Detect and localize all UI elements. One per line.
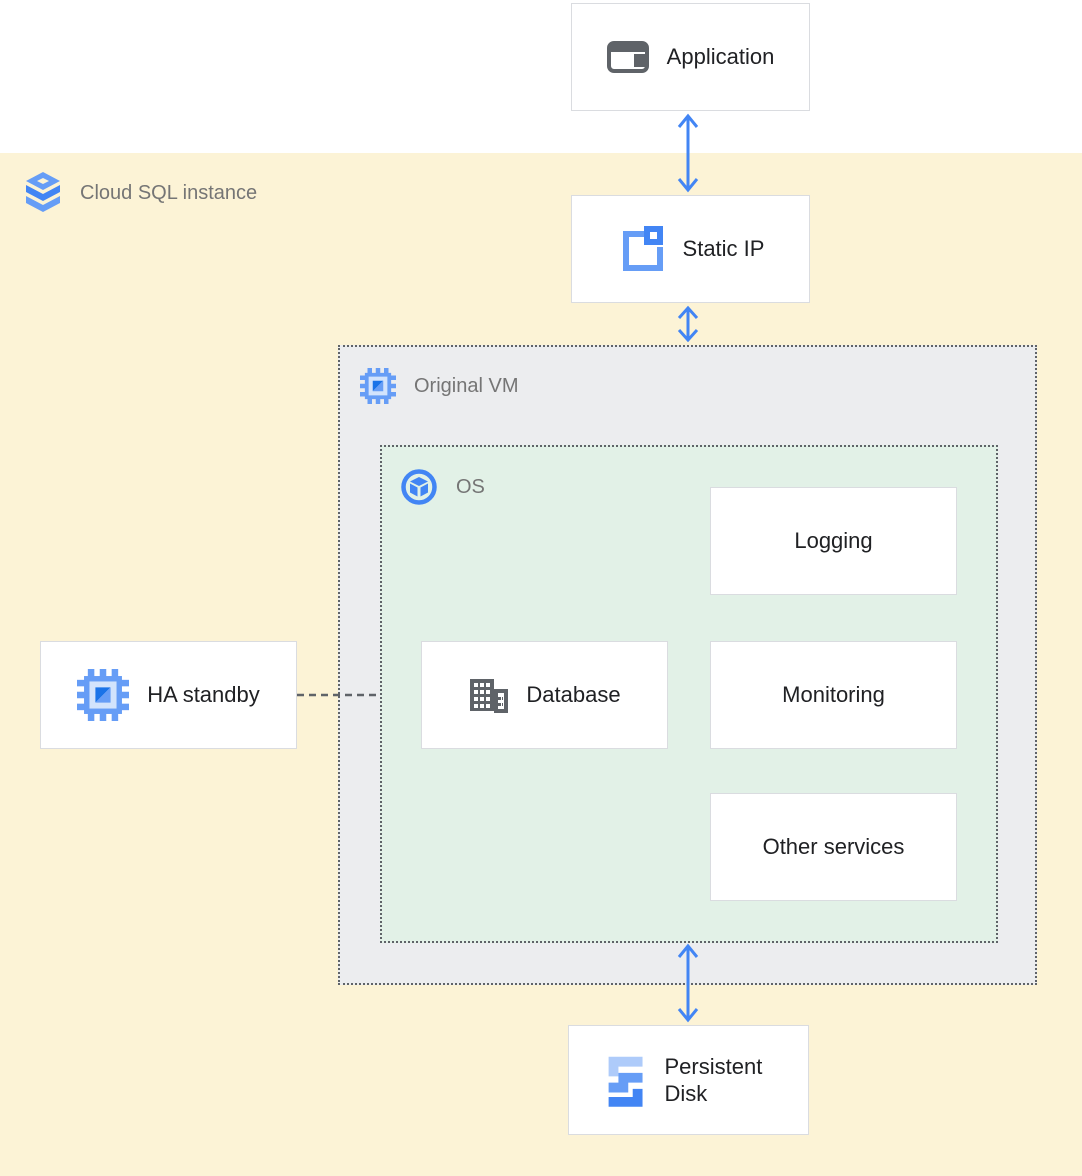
os-zone-label-text: OS	[456, 476, 485, 499]
ha-standby-node: HA standby	[40, 641, 297, 749]
building-icon	[468, 677, 508, 713]
other-services-node: Other services	[710, 793, 957, 901]
logging-node: Logging	[710, 487, 957, 595]
os-zone-label: OS	[400, 468, 485, 506]
original-vm-zone-label: Original VM	[360, 368, 518, 404]
original-vm-zone-label-text: Original VM	[414, 375, 518, 398]
os-icon	[400, 468, 438, 506]
compute-engine-chip-icon	[360, 368, 396, 404]
connection-hastandby-os	[297, 688, 381, 702]
persistent-disk-icon	[597, 1051, 647, 1109]
logging-label: Logging	[794, 527, 872, 555]
persistent-disk-node: Persistent Disk	[568, 1025, 809, 1135]
database-label: Database	[526, 681, 620, 709]
application-node: Application	[571, 3, 810, 111]
cloud-sql-icon	[24, 170, 62, 216]
application-window-icon	[607, 41, 649, 73]
cloud-sql-zone-label: Cloud SQL instance	[24, 170, 257, 216]
static-ip-node: Static IP	[571, 195, 810, 303]
connection-staticip-vm	[675, 305, 701, 343]
other-services-label: Other services	[763, 833, 905, 861]
connection-application-staticip	[675, 112, 701, 194]
static-ip-label: Static IP	[683, 235, 765, 263]
database-node: Database	[421, 641, 668, 749]
compute-engine-chip-icon	[77, 669, 129, 721]
monitoring-label: Monitoring	[782, 681, 885, 709]
connection-os-persistentdisk	[675, 942, 701, 1024]
cloud-sql-zone-label-text: Cloud SQL instance	[80, 182, 257, 205]
ha-standby-label: HA standby	[147, 681, 260, 709]
application-label: Application	[667, 43, 775, 71]
persistent-disk-label: Persistent Disk	[665, 1053, 781, 1108]
static-ip-icon	[617, 225, 665, 273]
monitoring-node: Monitoring	[710, 641, 957, 749]
